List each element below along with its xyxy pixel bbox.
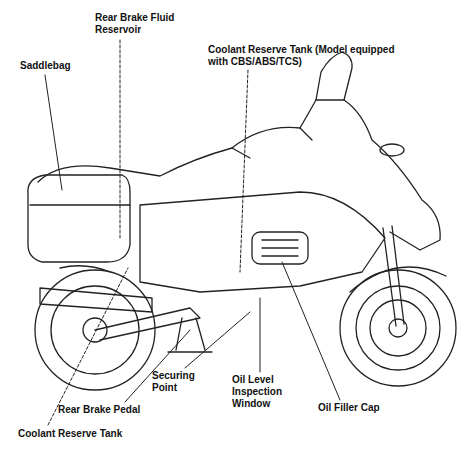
front-rim xyxy=(356,286,440,370)
part-label: Coolant Reserve Tank (Model equipped wit… xyxy=(208,44,408,68)
part-label: Rear Brake Pedal xyxy=(58,404,168,416)
leader-line xyxy=(240,70,248,272)
front-fork xyxy=(383,226,404,326)
fuel-tank xyxy=(232,127,312,148)
front-wheel xyxy=(340,270,456,386)
rear-fender xyxy=(60,266,110,272)
swing-arm xyxy=(95,308,200,340)
engine-window xyxy=(252,232,308,264)
saddlebag-lid xyxy=(30,204,130,205)
seat xyxy=(38,148,250,182)
part-label: Coolant Reserve Tank xyxy=(18,428,158,440)
engine-detail xyxy=(262,240,298,256)
mirror xyxy=(380,144,404,156)
leader-line xyxy=(260,298,261,372)
exhaust-muffler xyxy=(40,288,152,312)
part-label: Oil Level Inspection Window xyxy=(232,374,294,410)
leader-lines xyxy=(45,40,340,425)
fairing xyxy=(300,52,440,250)
part-label: Rear Brake Fluid Reservoir xyxy=(95,12,195,36)
side-cover xyxy=(140,192,385,292)
leader-line xyxy=(282,262,340,400)
saddlebag-shape xyxy=(28,175,130,262)
leader-line xyxy=(185,312,250,368)
windscreen-base xyxy=(316,99,344,100)
leader-line xyxy=(120,40,121,240)
part-label: Securing Point xyxy=(152,370,204,394)
leader-line xyxy=(45,75,62,190)
front-tire xyxy=(340,270,456,386)
part-label: Saddlebag xyxy=(20,60,100,72)
part-label: Oil Filler Cap xyxy=(318,402,408,414)
brake-disc xyxy=(370,300,426,356)
leader-line xyxy=(48,268,128,425)
